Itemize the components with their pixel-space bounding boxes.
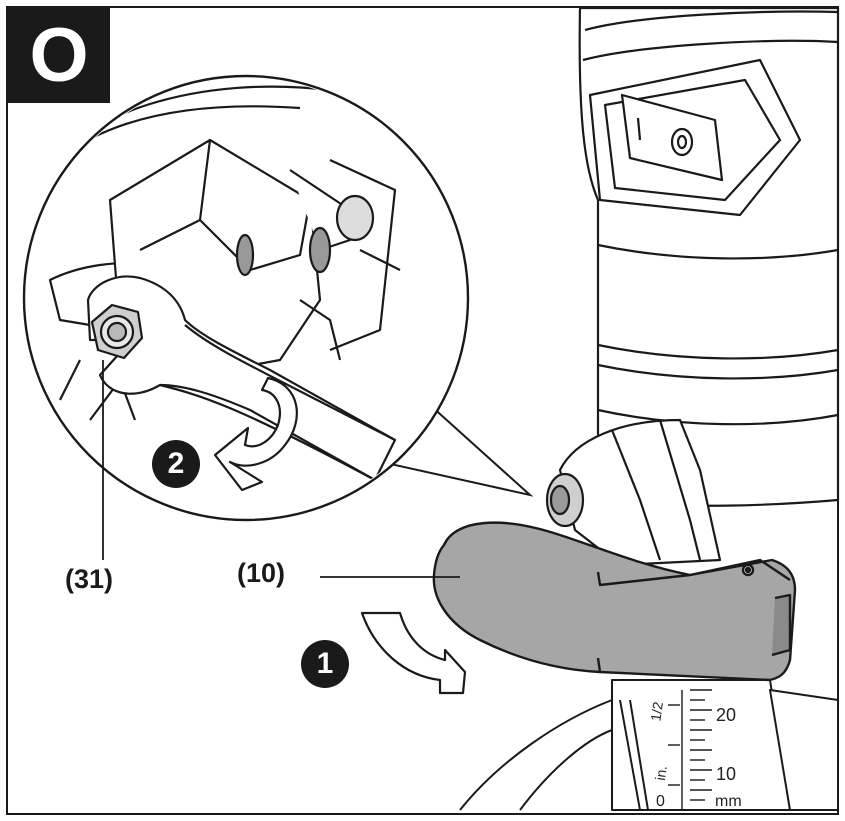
scale-mm-label: mm [715, 793, 742, 810]
scale-fraction-label: 1/2 [647, 700, 666, 722]
depth-scale [459, 679, 839, 811]
step-1-marker: 1 [301, 640, 349, 688]
detail-inset [22, 74, 534, 522]
clamping-lever [432, 521, 797, 682]
scale-zero-label: 0 [656, 793, 665, 810]
callout-nut-31: (31) [65, 564, 114, 594]
step-2-marker: 2 [152, 440, 200, 488]
base-clamp [545, 418, 722, 567]
panel-letter-badge: O [8, 8, 110, 103]
scale-10-label: 10 [716, 764, 736, 784]
scale-20-label: 20 [716, 705, 736, 725]
router-motor-housing [578, 6, 840, 507]
callout-lever-10: (10) [237, 558, 286, 588]
scale-in-label: in. [652, 765, 670, 782]
rotation-arrow-1 [360, 611, 467, 695]
